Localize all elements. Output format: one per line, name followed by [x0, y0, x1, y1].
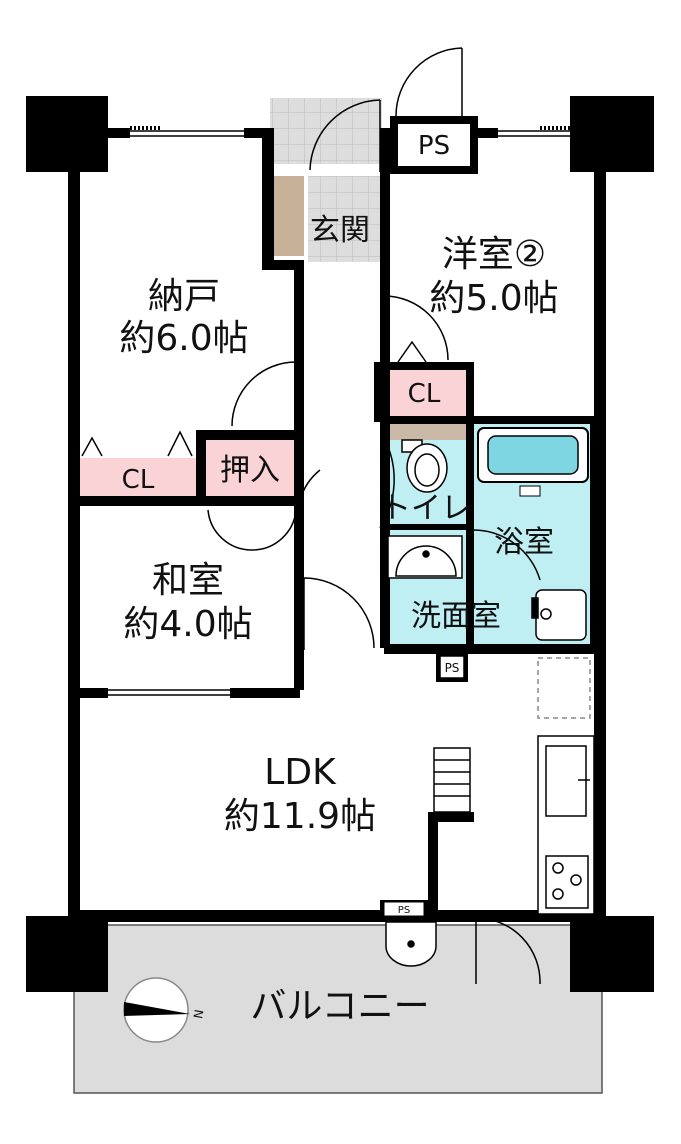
balcony-sink-icon [385, 921, 437, 967]
closet-storage-label: CL [122, 465, 155, 495]
oshiire-label: 押入 [220, 453, 280, 488]
pillar-top-left [26, 96, 108, 172]
pillar-bottom-left [26, 916, 108, 992]
washing-machine-pan-icon [531, 589, 587, 641]
toilet-counter [384, 424, 470, 440]
oshiire-area [204, 438, 294, 498]
room-ldk-size: 約11.9帖 [224, 796, 376, 837]
ps-bottom-label: PS [398, 905, 410, 916]
room-western2-name: 洋室② [442, 234, 546, 275]
stepped-shelf-icon [433, 747, 471, 813]
room-storage-size: 約6.0帖 [119, 318, 248, 359]
ps-mid-label: PS [445, 661, 460, 675]
closet-western-area [384, 370, 466, 416]
entrance-porch-tile [270, 98, 382, 164]
entrance-floor-tile [308, 176, 380, 262]
wash-basin-icon [387, 535, 463, 579]
windows [108, 126, 570, 696]
toilet-icon [401, 439, 448, 493]
ps-box-mid [439, 655, 465, 679]
refrigerator-space [537, 657, 591, 719]
closet-western-label: CL [408, 379, 441, 409]
pillar-bottom-right [570, 916, 654, 992]
room-japanese-name: 和室 [152, 560, 224, 601]
room-western2-size: 約5.0帖 [429, 278, 558, 319]
exterior-walls [68, 116, 606, 922]
doors [207, 47, 541, 985]
room-japanese-size: 約4.0帖 [123, 604, 252, 645]
room-entrance-name: 玄関 [310, 213, 370, 248]
room-washroom-name: 洗面室 [411, 599, 501, 634]
pillar-top-right [570, 96, 654, 172]
room-balcony-name: バルコニー [250, 986, 429, 1027]
kitchen-counter [537, 735, 595, 915]
compass-icon: N [123, 977, 206, 1043]
compass-north-label: N [190, 1008, 205, 1019]
room-toilet-name: トイレ [381, 491, 471, 526]
bathtub-icon [477, 427, 589, 497]
room-storage-name: 納戸 [148, 276, 220, 317]
entrance-side-step [274, 176, 304, 256]
closet-hangers [81, 340, 427, 457]
ps-box-bottom [383, 901, 425, 917]
room-ldk-name: LDK [264, 752, 337, 793]
room-bath-name: 浴室 [494, 525, 554, 560]
ps-top-label: PS [418, 131, 450, 161]
closet-storage-area [80, 458, 196, 496]
